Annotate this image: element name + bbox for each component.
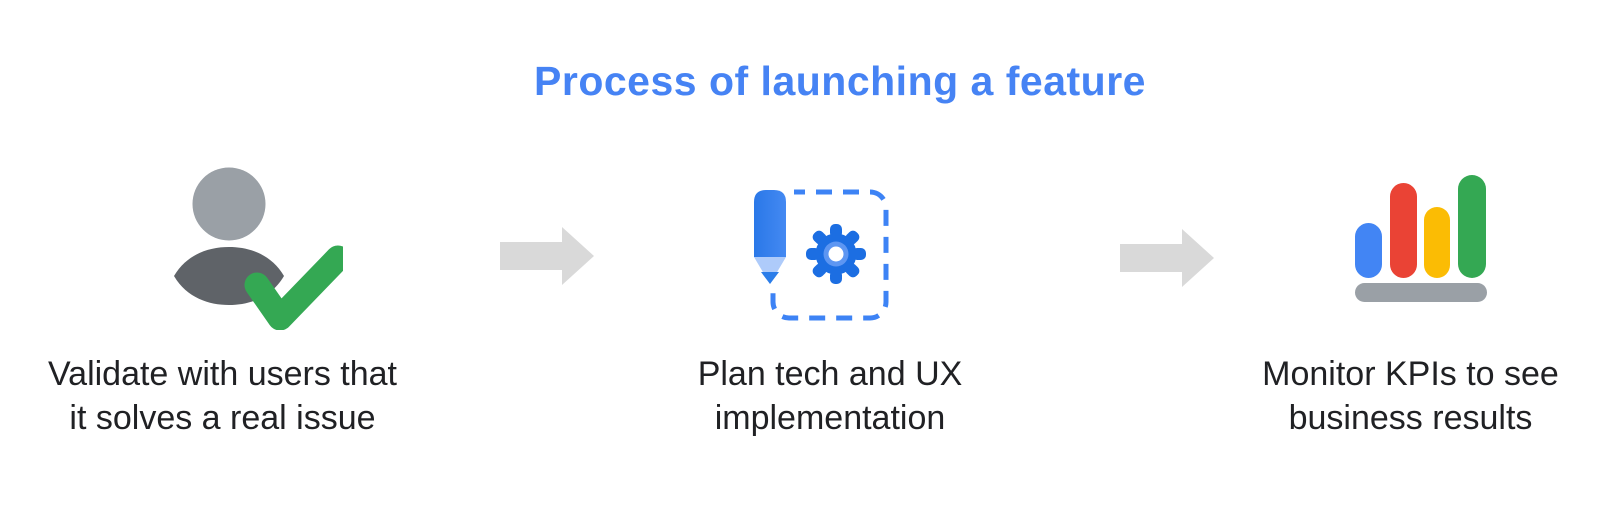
pencil-gear-icon: [746, 183, 889, 321]
step-label-validate: Validate with users that it solves a rea…: [0, 352, 445, 440]
step-label-line: business results: [1288, 399, 1533, 437]
arrow-right-icon: [500, 227, 594, 285]
page-title: Process of launching a feature: [534, 58, 1146, 104]
step-label-line: implementation: [714, 399, 946, 437]
step-label-line: Validate with users that: [48, 355, 397, 393]
arrow-right-icon: [1120, 229, 1214, 287]
step-label-line: Plan tech and UX: [697, 355, 963, 393]
bar-chart-icon: [1355, 175, 1487, 302]
step-label-line: it solves a real issue: [69, 399, 376, 437]
step-label-monitor: Monitor KPIs to see business results: [1203, 352, 1600, 440]
user-check-icon: [174, 167, 343, 330]
step-label-line: Monitor KPIs to see: [1262, 355, 1559, 393]
step-label-plan: Plan tech and UX implementation: [630, 352, 1030, 440]
